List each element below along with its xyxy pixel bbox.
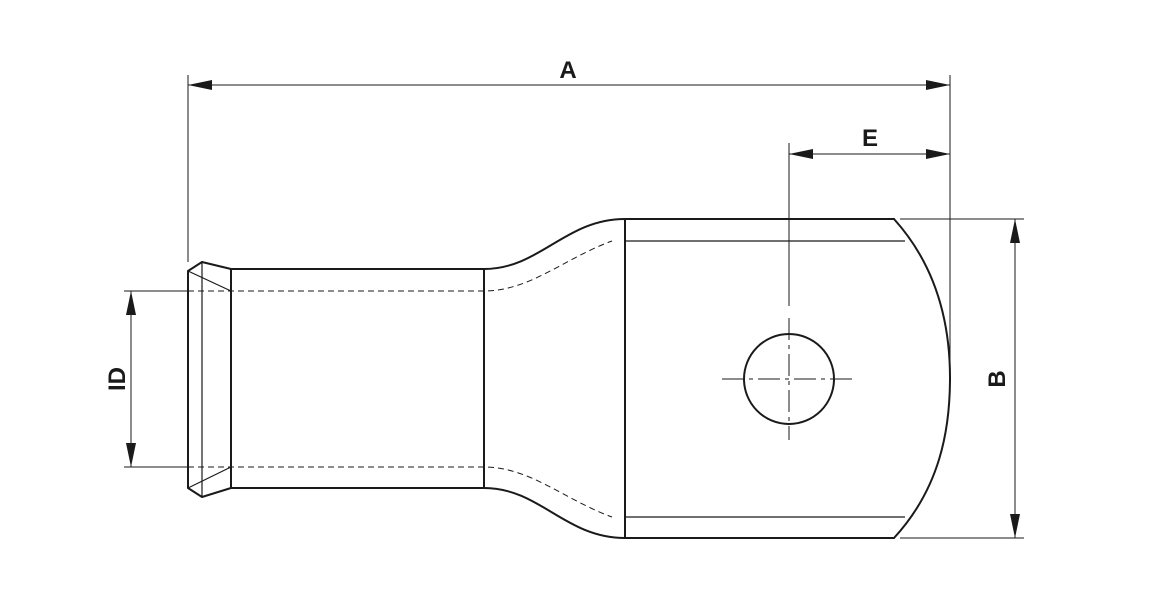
label-e: E — [862, 125, 878, 152]
bore-hidden-bottom — [188, 466, 613, 518]
neck-top — [483, 218, 626, 270]
flare-diag-top — [187, 270, 232, 292]
barrel-flare — [187, 261, 232, 498]
arrow-e-left — [789, 149, 813, 159]
flare-diag-bottom — [187, 466, 232, 489]
neck-bottom — [483, 487, 626, 539]
dimension-a: A — [187, 57, 951, 368]
arrow-b-top — [1010, 219, 1020, 243]
arrow-a-left — [188, 80, 212, 90]
dimension-b: B — [900, 218, 1024, 539]
dimension-e: E — [788, 125, 950, 306]
palm-round-end — [893, 218, 951, 539]
lug-body — [187, 218, 951, 539]
arrow-id-bottom — [126, 443, 136, 467]
arrow-id-top — [126, 291, 136, 315]
bore-hidden-top — [188, 240, 613, 292]
label-b: B — [984, 370, 1011, 387]
arrow-b-bottom — [1010, 514, 1020, 538]
arrow-e-right — [926, 149, 950, 159]
label-id: ID — [104, 367, 131, 391]
dimension-id: ID — [104, 290, 188, 468]
label-a: A — [559, 57, 576, 84]
arrow-a-right — [926, 80, 950, 90]
